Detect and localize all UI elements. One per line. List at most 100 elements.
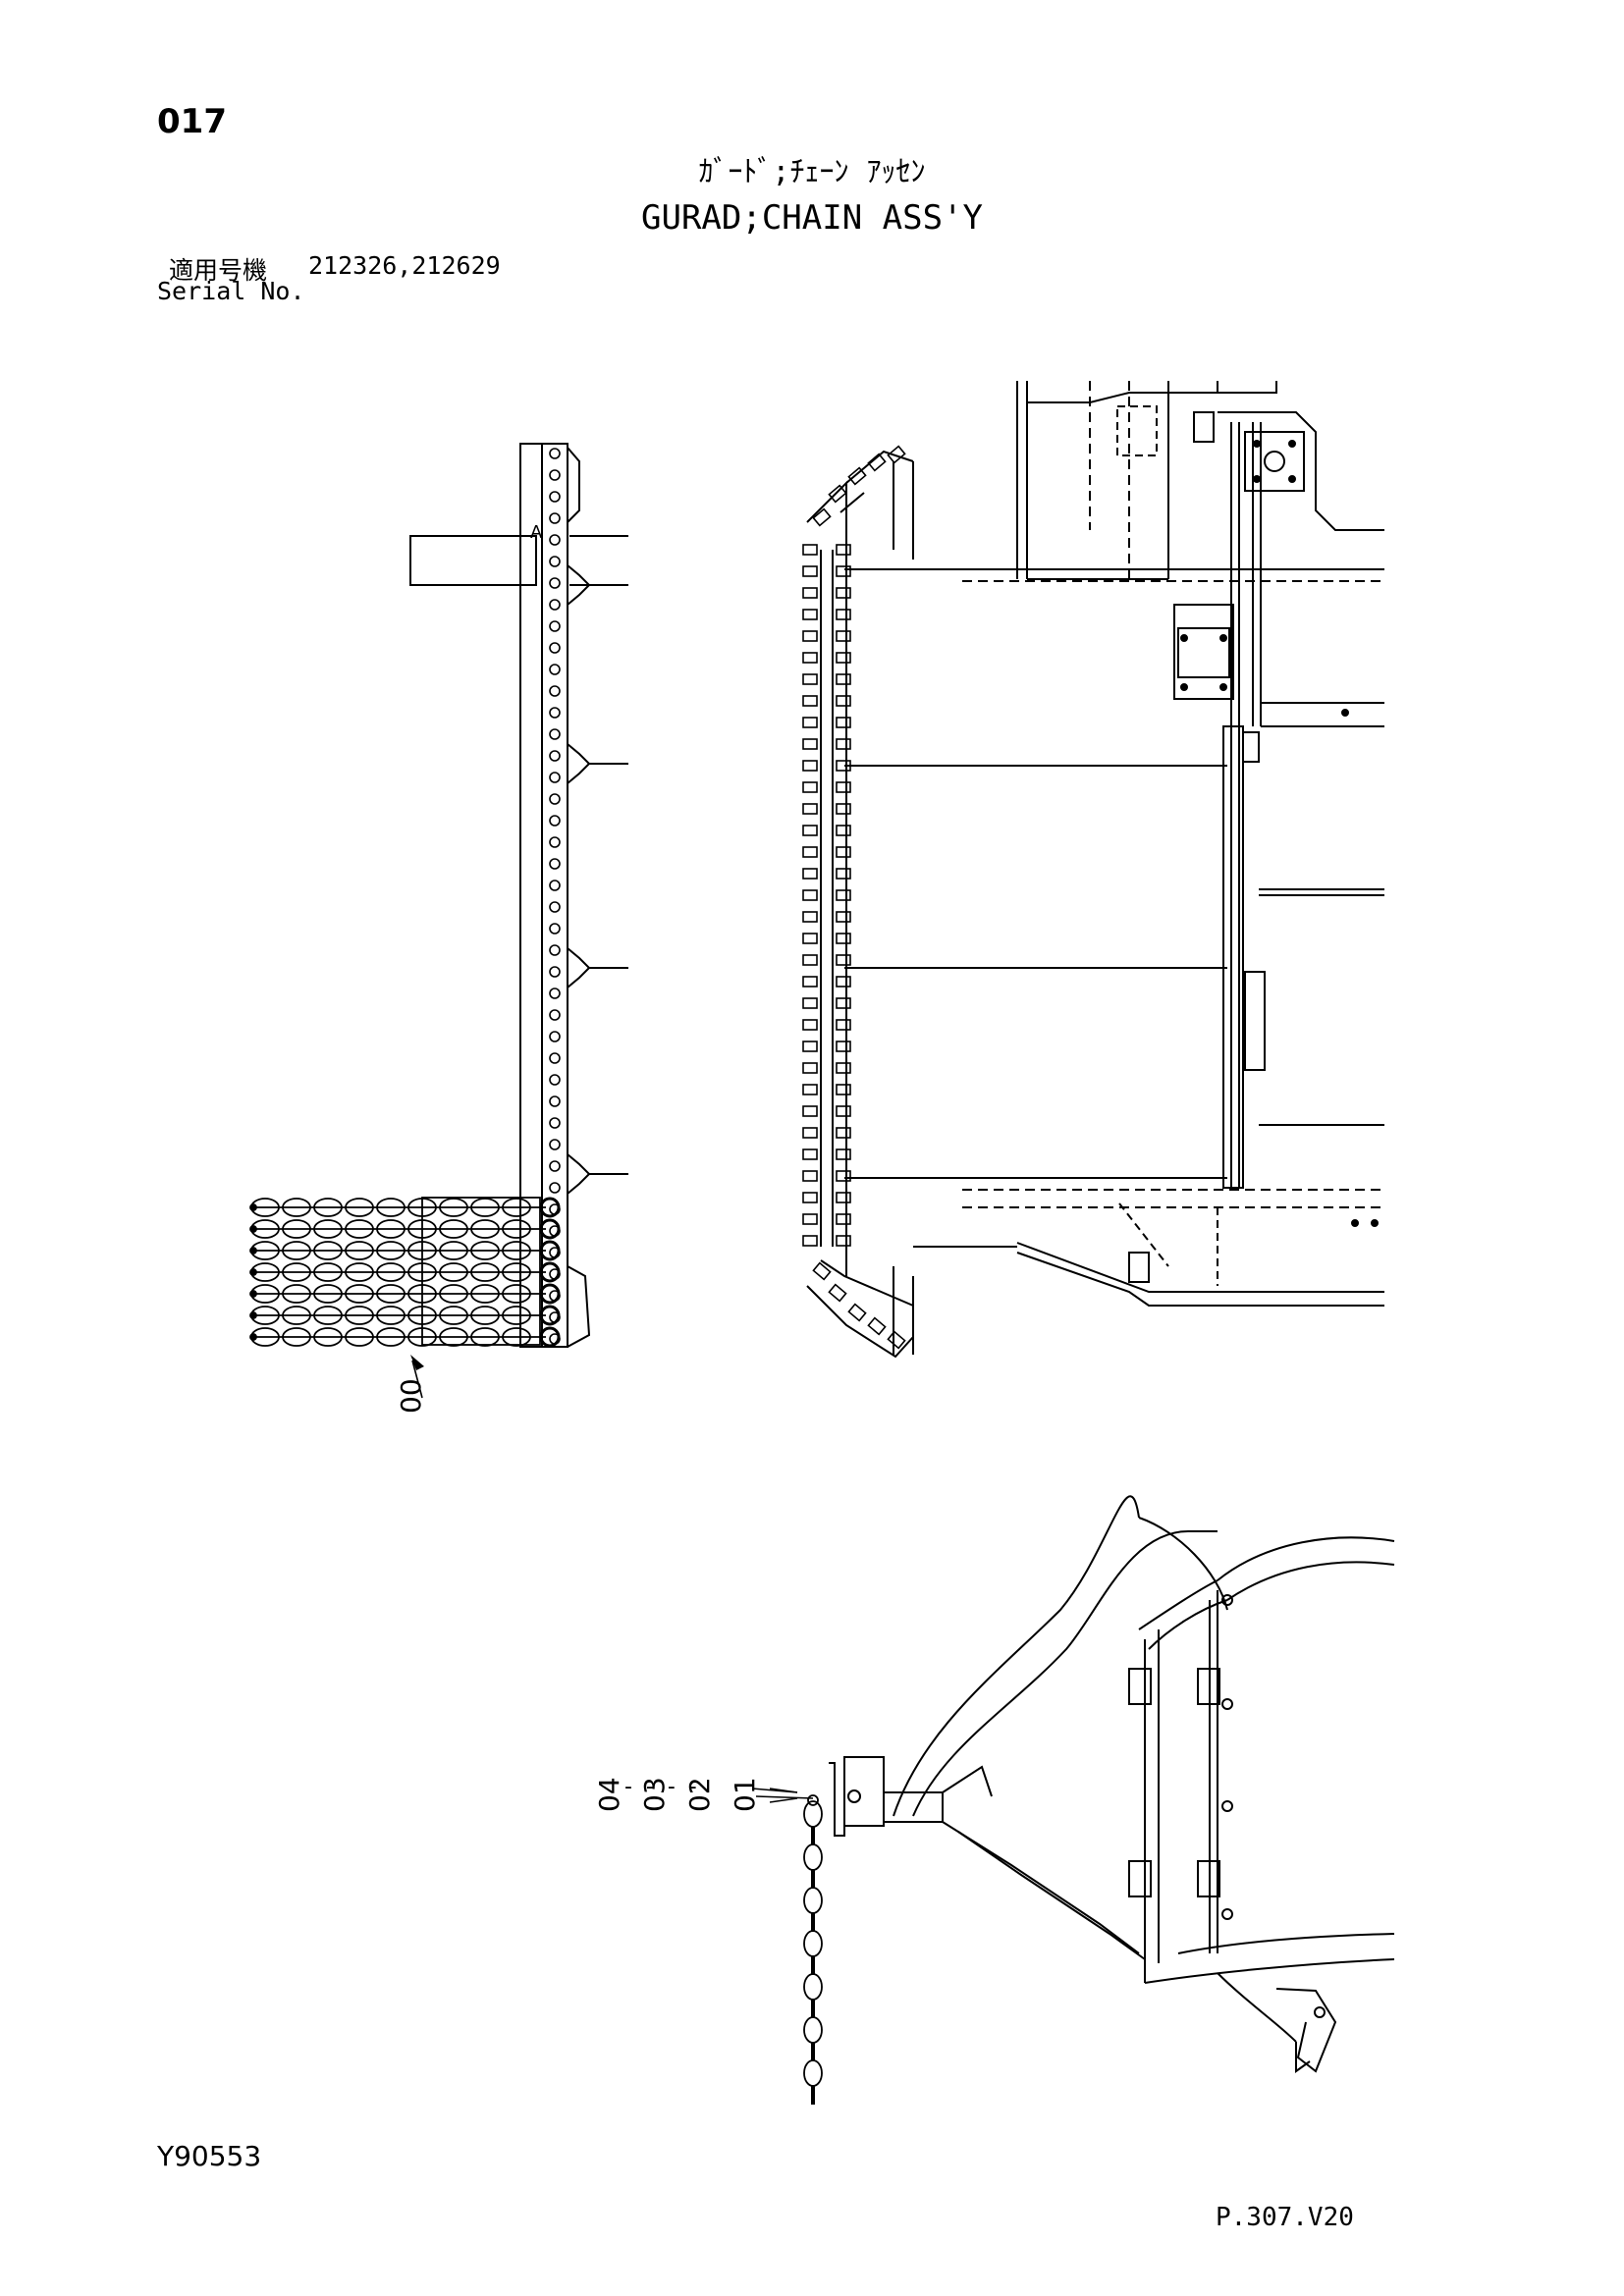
chain-end <box>249 1203 257 1211</box>
guard-bolt <box>802 1127 818 1139</box>
hanging-chain-link <box>803 1930 823 1957</box>
chain-mat-frame <box>421 1197 541 1346</box>
rail-hole <box>549 901 561 913</box>
guard-bolt <box>802 911 818 923</box>
chain-link <box>282 1306 311 1325</box>
chain-link <box>502 1284 531 1304</box>
rail-hole <box>549 988 561 999</box>
guard-bolt <box>836 1105 851 1117</box>
guard-bolt <box>802 976 818 988</box>
guard-bolt <box>836 565 851 577</box>
chain-link <box>439 1198 468 1217</box>
bottom-side-view <box>751 1495 1395 2105</box>
rail-hole <box>549 1074 561 1086</box>
serial-numbers: 212326,212629 <box>308 251 501 280</box>
gusset <box>567 763 590 784</box>
guard-bolt <box>802 1105 818 1117</box>
chain-link <box>313 1306 343 1325</box>
guard-bolt <box>836 1235 851 1247</box>
guard-bolt <box>802 1213 818 1225</box>
chain-end <box>249 1225 257 1233</box>
chain-link <box>376 1219 406 1239</box>
chain-link <box>313 1284 343 1304</box>
guard-bolt <box>836 544 851 556</box>
chain-link <box>502 1241 531 1260</box>
gusset <box>567 1173 590 1195</box>
guard-bolt <box>867 1316 887 1336</box>
guard-bolt <box>836 846 851 858</box>
title-english: GURAD;CHAIN ASS'Y <box>641 198 983 238</box>
guard-bolt <box>887 445 906 464</box>
chain-link <box>439 1262 468 1282</box>
chain-link <box>376 1262 406 1282</box>
guard-bolt <box>802 846 818 858</box>
guard-bolt <box>836 738 851 750</box>
chain-end <box>249 1333 257 1341</box>
chain-link <box>345 1241 374 1260</box>
chain-shackle <box>539 1261 561 1283</box>
chain-link <box>313 1219 343 1239</box>
chain-link <box>313 1198 343 1217</box>
guard-bolt <box>812 1261 832 1281</box>
guard-bolt <box>836 997 851 1009</box>
chain-link <box>376 1306 406 1325</box>
document-id: Y90553 <box>157 2140 262 2172</box>
guard-bolt <box>836 1148 851 1160</box>
guard-bolt <box>836 868 851 880</box>
chain-link <box>502 1198 531 1217</box>
guard-bolt <box>802 695 818 707</box>
gusset <box>567 1153 628 1175</box>
rail-hole <box>549 815 561 827</box>
rail-hole <box>549 966 561 978</box>
rail-hole <box>549 772 561 783</box>
chain-link <box>345 1219 374 1239</box>
left-guard-view: A <box>249 443 628 1399</box>
chain-shackle <box>539 1326 561 1348</box>
chain-end <box>249 1268 257 1276</box>
chain-link <box>470 1219 500 1239</box>
title-japanese: ｶﾞｰﾄﾞ;ﾁｪｰﾝ ｱｯｾﾝ <box>698 155 926 189</box>
callout-dashes: - - - - <box>624 1775 697 1799</box>
chain-link <box>282 1241 311 1260</box>
guard-bolt <box>828 484 847 504</box>
chain-link <box>470 1284 500 1304</box>
chain-link <box>502 1219 531 1239</box>
chain-link <box>376 1284 406 1304</box>
guard-bolt <box>812 507 832 527</box>
guard-bolt <box>836 630 851 642</box>
guard-bolt <box>836 889 851 901</box>
guard-bolt <box>836 760 851 772</box>
chain-link <box>470 1198 500 1217</box>
chain-link <box>345 1327 374 1347</box>
guard-bolt <box>802 652 818 664</box>
hanging-chain-link <box>803 1887 823 1914</box>
guard-bolt <box>836 976 851 988</box>
chain-link <box>282 1284 311 1304</box>
chain-pin <box>807 1794 819 1806</box>
hanging-chain-link <box>803 1973 823 2001</box>
guard-bolt <box>802 1148 818 1160</box>
rail-hole <box>549 944 561 956</box>
guard-bolt <box>802 544 818 556</box>
rail-hole <box>549 836 561 848</box>
guard-bolt <box>802 1170 818 1182</box>
chain-link <box>439 1241 468 1260</box>
guard-bolt <box>828 1283 847 1303</box>
svg-text:A: A <box>530 522 543 543</box>
rail-hole <box>549 728 561 740</box>
chain-link <box>470 1306 500 1325</box>
rail-hole <box>549 491 561 503</box>
rail-hole <box>549 1182 561 1194</box>
guard-bolt <box>836 1127 851 1139</box>
guard-bolt <box>867 453 887 472</box>
guard-bolt <box>802 1084 818 1095</box>
chain-end <box>249 1247 257 1255</box>
rail-hole <box>549 512 561 524</box>
guard-bolt <box>836 1041 851 1052</box>
guard-bolt <box>802 565 818 577</box>
guard-bolt <box>802 803 818 815</box>
chain-link <box>439 1306 468 1325</box>
guard-bolt <box>836 781 851 793</box>
chain-link <box>470 1241 500 1260</box>
